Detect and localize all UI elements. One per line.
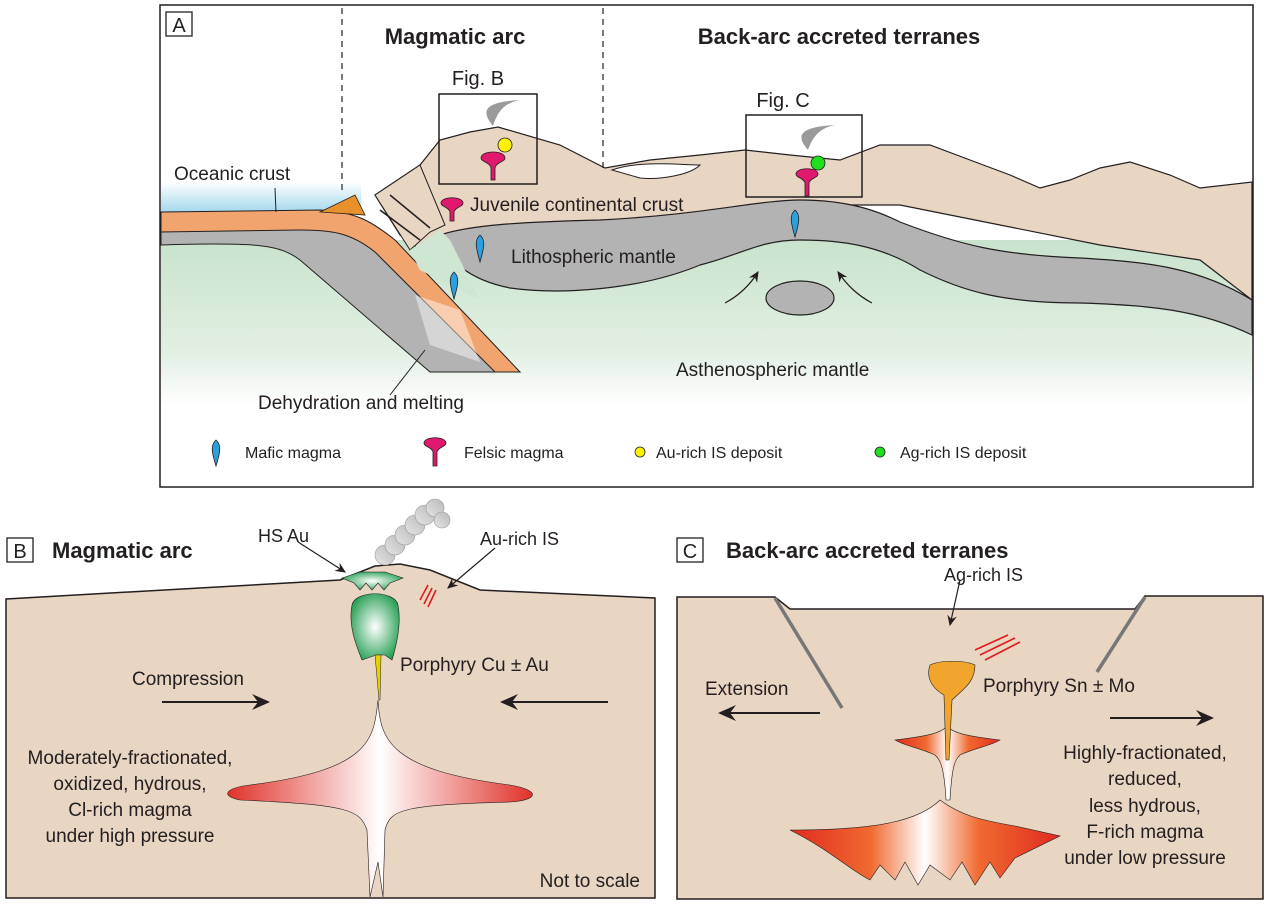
fig-b-box: [438, 93, 538, 185]
magma-desc-line: Moderately-fractionated,: [28, 748, 233, 769]
magma-desc-line: less hydrous,: [1089, 796, 1201, 817]
mafic-magma-icon: [790, 209, 800, 239]
dehydration-label: Dehydration and melting: [258, 393, 464, 414]
juvenile-crust-label: Juvenile continental crust: [470, 195, 684, 216]
accretionary-wedge: [318, 194, 366, 216]
panel-c-letter: C: [683, 541, 697, 563]
au-rich-is-label: Au-rich IS: [480, 529, 559, 549]
oceanic-crust-label: Oceanic crust: [174, 164, 291, 185]
yellow-dot-icon: [634, 446, 646, 458]
hs-au-deposit: [341, 571, 404, 591]
panel-b-title: Magmatic arc: [52, 538, 193, 563]
normal-fault-left: [773, 597, 844, 709]
magma-chamber-b: [227, 699, 533, 898]
mafic-magma-icon: [211, 439, 221, 468]
panel-b: B Magmatic arc HS Au Au-rich IS Porphyry…: [5, 498, 656, 899]
magma-desc-line: under high pressure: [46, 826, 215, 847]
legend-ag-is: Ag-rich IS deposit: [900, 445, 1027, 462]
magma-chamber-c-lower: [789, 799, 1061, 886]
magma-desc-line: Highly-fractionated,: [1063, 743, 1227, 764]
ag-rich-is-veins: [974, 634, 1021, 661]
porphyry-cu-au-body: [350, 593, 400, 661]
magma-desc-line: oxidized, hydrous,: [53, 774, 206, 795]
volcanic-plume-icon: [801, 125, 835, 150]
au-rich-is-deposit-icon: [497, 137, 513, 153]
legend-mafic: Mafic magma: [245, 445, 341, 462]
magma-desc-line: under low pressure: [1064, 848, 1226, 869]
section-back-arc: Back-arc accreted terranes: [698, 24, 981, 49]
fig-c-box: [745, 114, 863, 198]
basin-sediment: [610, 163, 702, 179]
fig-c-label: Fig. C: [756, 90, 809, 112]
magma-desc-line: reduced,: [1108, 769, 1182, 790]
legend: Mafic magma Felsic magma Au-rich IS depo…: [211, 437, 1027, 468]
panel-b-letter: B: [13, 541, 26, 563]
panel-a-letter: A: [172, 15, 186, 37]
lithospheric-mantle-label: Lithospheric mantle: [511, 247, 676, 268]
forearc-block: [374, 164, 446, 251]
lithospheric-mantle: [439, 199, 1253, 336]
upwelling-arrow-right: [837, 271, 873, 304]
panel-c-letter-box: [676, 537, 704, 563]
magma-desc-line: F-rich magma: [1086, 822, 1204, 843]
panel-a: A Magmatic arc Back-arc accreted terrane…: [159, 4, 1254, 488]
fig-b-label: Fig. B: [452, 68, 504, 90]
magma-desc-line: Cl-rich magma: [68, 800, 192, 821]
volcanic-plume-icon: [374, 498, 451, 566]
felsic-magma-icon: [795, 168, 819, 197]
felsic-magma-icon: [440, 197, 464, 222]
porphyry-sn-mo-body: [928, 660, 976, 761]
compression-label: Compression: [132, 669, 244, 690]
au-rich-is-arrow: [447, 547, 496, 589]
asthenospheric-mantle-label: Asthenospheric mantle: [676, 360, 869, 381]
legend-felsic: Felsic magma: [464, 445, 564, 462]
volcanic-plume-icon: [486, 100, 520, 126]
feeder-dike: [374, 654, 382, 701]
normal-fault-right: [1095, 596, 1147, 673]
mafic-magma-icon: [475, 234, 485, 264]
extension-label: Extension: [705, 679, 788, 700]
mantle-wedge: [410, 230, 480, 300]
mafic-magma-icon: [449, 271, 459, 301]
ag-rich-is-label: Ag-rich IS: [944, 565, 1023, 585]
legend-au-is: Au-rich IS deposit: [656, 445, 783, 462]
porphyry-label: Porphyry Cu ± Au: [400, 655, 549, 676]
dehydration-zone: [415, 295, 480, 362]
panel-b-letter-box: [6, 537, 34, 563]
felsic-magma-icon: [480, 151, 506, 181]
upwelling-arrow-left: [724, 270, 759, 304]
dehydration-leader: [389, 349, 426, 396]
ocean: [161, 182, 361, 212]
panel-a-letter-box: [165, 11, 193, 37]
not-to-scale: Not to scale: [540, 871, 640, 892]
au-rich-is-veins: [419, 584, 437, 608]
section-magmatic-arc: Magmatic arc: [385, 24, 526, 49]
ag-rich-is-deposit-icon: [810, 155, 826, 171]
hs-au-label: HS Au: [258, 526, 309, 546]
oceanic-crust-leader: [274, 187, 277, 213]
felsic-magma-icon: [423, 437, 447, 467]
panel-b-crust: [5, 563, 656, 899]
panel-c-title: Back-arc accreted terranes: [726, 538, 1009, 563]
ag-rich-is-arrow: [947, 579, 961, 627]
porphyry-label: Porphyry Sn ± Mo: [983, 676, 1135, 697]
hs-au-arrow: [297, 541, 347, 573]
magma-chamber-c-upper: [894, 723, 1001, 801]
upwelling-mantle: [765, 280, 835, 316]
panel-c: C Back-arc accreted terranes Ag-rich IS …: [676, 537, 1264, 900]
green-dot-icon: [874, 446, 886, 458]
